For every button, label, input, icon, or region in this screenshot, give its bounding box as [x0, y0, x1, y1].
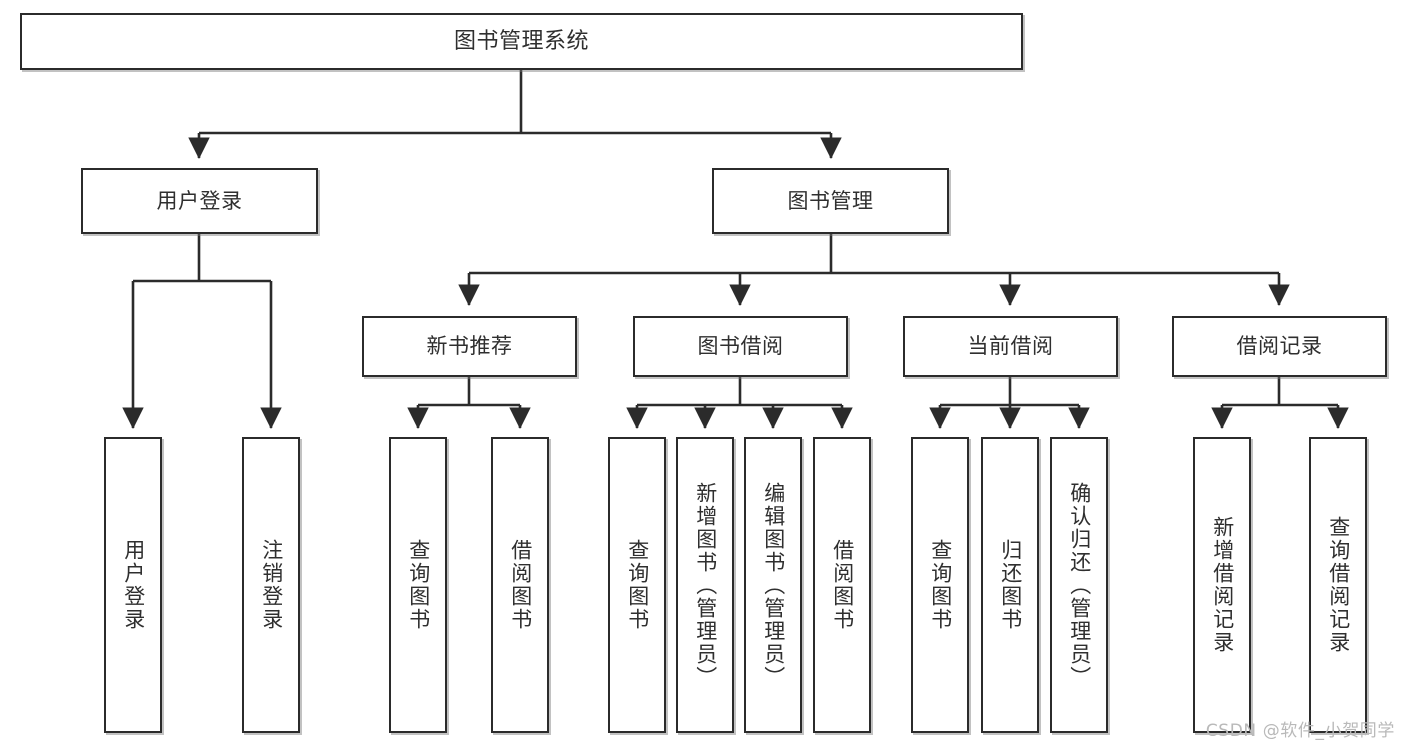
leaf-current-borrow-confirm-return-admin[interactable]: 确认归还（管理员）	[1050, 437, 1108, 733]
node-book-management[interactable]: 图书管理	[712, 168, 949, 234]
node-root-book-management-system[interactable]: 图书管理系统	[20, 13, 1023, 70]
leaf-label: 查询图书	[406, 539, 431, 631]
leaf-new-book-borrow-book[interactable]: 借阅图书	[491, 437, 549, 733]
node-root-label: 图书管理系统	[453, 28, 589, 54]
leaf-label: 借阅图书	[830, 539, 855, 631]
leaf-label: 新增图书（管理员）	[693, 481, 718, 689]
leaf-label: 查询图书	[928, 539, 953, 631]
node-borrow-record[interactable]: 借阅记录	[1172, 316, 1387, 377]
leaf-current-borrow-return-book[interactable]: 归还图书	[981, 437, 1039, 733]
node-new-book-recommend[interactable]: 新书推荐	[362, 316, 577, 377]
node-user-login[interactable]: 用户登录	[81, 168, 318, 234]
node-borrow-record-label: 借阅记录	[1236, 334, 1323, 359]
node-user-login-label: 用户登录	[156, 188, 243, 213]
leaf-new-book-query-book[interactable]: 查询图书	[389, 437, 447, 733]
leaf-user-login-login[interactable]: 用户登录	[104, 437, 162, 733]
leaf-label: 确认归还（管理员）	[1067, 481, 1092, 689]
leaf-label: 归还图书	[998, 539, 1023, 631]
leaf-label: 查询图书	[625, 539, 650, 631]
leaf-book-borrow-borrow-book[interactable]: 借阅图书	[813, 437, 871, 733]
leaf-current-borrow-query-book[interactable]: 查询图书	[911, 437, 969, 733]
node-current-borrow[interactable]: 当前借阅	[903, 316, 1118, 377]
leaf-label: 用户登录	[121, 539, 146, 631]
csdn-watermark: CSDN @软件_小贺同学	[1205, 721, 1395, 741]
leaf-label: 查询借阅记录	[1326, 516, 1351, 654]
leaf-borrow-record-add-record[interactable]: 新增借阅记录	[1193, 437, 1251, 733]
leaf-label: 编辑图书（管理员）	[761, 481, 786, 689]
leaf-label: 注销登录	[259, 539, 284, 631]
leaf-borrow-record-query-record[interactable]: 查询借阅记录	[1309, 437, 1367, 733]
leaf-label: 新增借阅记录	[1210, 516, 1235, 654]
leaf-book-borrow-edit-book-admin[interactable]: 编辑图书（管理员）	[744, 437, 802, 733]
node-book-management-label: 图书管理	[787, 188, 874, 213]
leaf-label: 借阅图书	[508, 539, 533, 631]
leaf-book-borrow-query-book[interactable]: 查询图书	[608, 437, 666, 733]
node-book-borrow-label: 图书借阅	[697, 334, 784, 359]
leaf-user-login-logout[interactable]: 注销登录	[242, 437, 300, 733]
leaf-book-borrow-add-book-admin[interactable]: 新增图书（管理员）	[676, 437, 734, 733]
node-current-borrow-label: 当前借阅	[967, 334, 1054, 359]
node-book-borrow[interactable]: 图书借阅	[633, 316, 848, 377]
node-new-book-recommend-label: 新书推荐	[426, 334, 513, 359]
